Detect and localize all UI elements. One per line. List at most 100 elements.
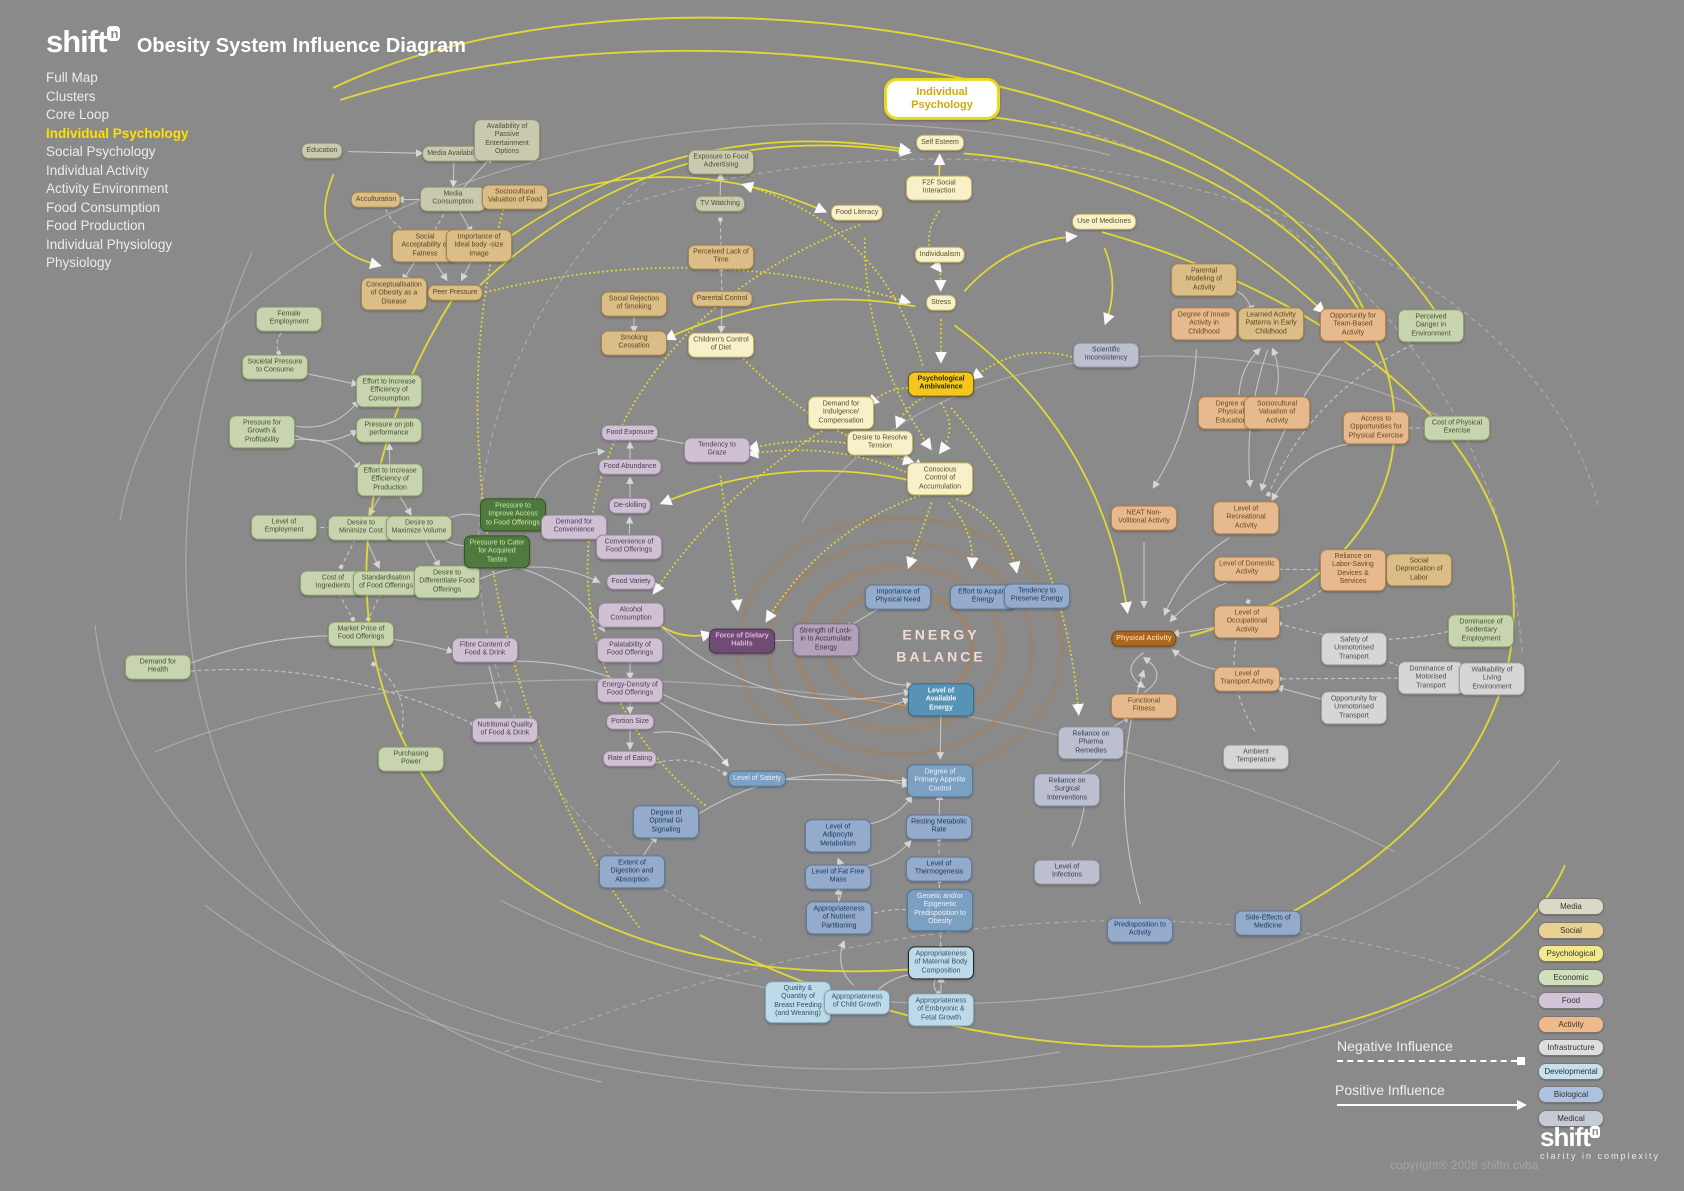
legend-chip-media: Media xyxy=(1538,898,1604,915)
legend-chip-social: Social xyxy=(1538,921,1604,939)
node-demand-indulgence: Demand for Indulgence/ Compensation xyxy=(808,396,874,430)
node-level-available-energy: Level of Available Energy xyxy=(908,683,974,717)
node-reliance-pharma: Reliance on Pharma Remedies xyxy=(1058,726,1124,760)
node-scientific-inconsistency: Scientific Inconsistency xyxy=(1073,342,1139,368)
node-strength-lockin: Strength of Lock-in to Accumulate Energy xyxy=(793,623,859,657)
node-passive-entertainment: Availability of Passive Entertainment Op… xyxy=(474,119,540,161)
node-social-depreciation-labor: Social Depreciation of Labor xyxy=(1386,553,1452,587)
energy-balance-label: ENERGY BALANCE xyxy=(896,626,986,665)
negative-influence-label: Negative Influence xyxy=(1337,1038,1453,1054)
node-opportunity-team: Opportunity for Team-Based Activity xyxy=(1320,308,1386,342)
node-food-literacy: Food Literacy xyxy=(830,204,884,222)
node-societal-pressure-consume: Societal Pressure to Consume xyxy=(242,354,308,380)
node-food-exposure: Food Exposure xyxy=(601,424,659,442)
legend-chip-economic: Economic xyxy=(1538,968,1604,986)
logo-n-badge: n xyxy=(107,26,121,41)
node-physical-activity: Physical Activity xyxy=(1111,630,1177,648)
menu-item-food-consumption[interactable]: Food Consumption xyxy=(46,199,161,215)
node-psych-ambivalence: Psychological Ambivalence xyxy=(908,371,974,397)
node-pressure-cater-tastes: Pressure to Cater for Acquired Tastes xyxy=(464,535,530,569)
node-maternal-body: Appropriateness of Maternal Body Composi… xyxy=(908,946,974,980)
node-demand-health: Demand for Health xyxy=(125,654,191,680)
node-fibre-content: Fibre Content of Food & Drink xyxy=(452,637,518,663)
node-reliance-surgical: Reliance on Surgical Interventions xyxy=(1034,773,1100,807)
legend-chip-psychological: Psychological xyxy=(1538,945,1604,962)
node-conscious-control: Conscious Control of Accumulation xyxy=(907,462,973,496)
node-peer-pressure: Peer Pressure xyxy=(427,284,483,302)
node-exposure-food-advertising: Exposure to Food Advertising xyxy=(688,149,754,175)
node-nutrient-partitioning: Appropriateness of Nutrient Partitioning xyxy=(806,901,872,935)
menu-item-food-production[interactable]: Food Production xyxy=(46,218,146,233)
legend-chip-medical: Medical xyxy=(1538,1109,1604,1127)
node-resting-metabolic: Resting Metabolic Rate xyxy=(906,814,972,840)
node-use-of-medicines: Use of Medicines xyxy=(1072,213,1136,231)
node-level-occupational: Level of Occupational Activity xyxy=(1214,605,1280,639)
node-alcohol: Alcohol Consumption xyxy=(598,602,664,628)
node-food-variety: Food Variety xyxy=(606,573,656,591)
node-smoking-cessation: Smoking Cessation xyxy=(601,330,667,356)
legend-chip-food: Food xyxy=(1538,992,1604,1009)
node-level-recreational: Level of Recreational Activity xyxy=(1213,501,1279,535)
node-importance-physical-need: Importance of Physical Need xyxy=(865,584,931,610)
node-level-adipocyte: Level of Adipocyte Metabolism xyxy=(805,819,871,853)
node-dominance-sedentary: Dominance of Sedentary Employment xyxy=(1448,614,1514,648)
node-self-esteem: Self Esteem xyxy=(916,134,964,152)
node-stress: Stress xyxy=(926,294,956,312)
node-media-consumption: Media Consumption xyxy=(420,186,486,212)
node-parental-control: Parental Control xyxy=(691,290,753,308)
node-nutritional-quality: Nutritional Quality of Food & Drink xyxy=(472,717,538,743)
node-desire-resolve-tension: Desire to Resolve Tension xyxy=(847,430,913,456)
node-palatability: Palatability of Food Offerings xyxy=(597,637,663,663)
page-title: Obesity System Influence Diagram xyxy=(136,35,466,57)
footer-logo-n-badge: n xyxy=(1589,1126,1600,1138)
node-portion-size: Portion Size xyxy=(606,713,654,731)
menu-item-social-psychology[interactable]: Social Psychology xyxy=(46,144,156,159)
node-purchasing-power: Purchasing Power xyxy=(378,746,444,772)
node-rate-eating: Rate of Eating xyxy=(602,750,658,768)
menu-item-individual-psychology[interactable]: Individual Psychology xyxy=(46,125,189,141)
menu-item-individual-activity[interactable]: Individual Activity xyxy=(46,162,149,178)
node-sociocultural-valuation-activity: Sociocultural Valuation of Activity xyxy=(1244,396,1310,430)
node-childrens-control-diet: Children's Control of Diet xyxy=(688,332,754,358)
node-education: Education xyxy=(301,142,343,160)
node-social-rejection-smoking: Social Rejection of Smoking xyxy=(601,291,667,317)
node-cost-physical-exercise: Cost of Physical Exercise xyxy=(1424,415,1490,441)
node-embryonic-growth: Appropriateness of Embryonic & Fetal Gro… xyxy=(908,993,974,1027)
positive-influence-label: Positive Influence xyxy=(1335,1082,1445,1098)
node-gi-signaling: Degree of Optimal GI Signaling xyxy=(633,805,699,839)
menu-item-activity-environment[interactable]: Activity Environment xyxy=(46,181,169,196)
node-individualism: Individualism xyxy=(914,246,966,264)
node-effort-eff-production: Effort to Increase Efficiency of Product… xyxy=(357,463,423,497)
node-level-employment: Level of Employment xyxy=(251,514,317,540)
node-parental-modeling: Parental Modeling of Activity xyxy=(1171,263,1237,297)
node-level-domestic: Level of Domestic Activity xyxy=(1214,556,1280,582)
node-conceptualisation-obesity: Conceptualisation of Obesity as a Diseas… xyxy=(361,277,427,311)
node-level-satiety: Level of Satiety xyxy=(728,770,786,788)
menu-item-core-loop[interactable]: Core Loop xyxy=(46,107,110,122)
node-energy-density: Energy-Density of Food Offerings xyxy=(597,677,663,703)
legend-chip-biological: Biological xyxy=(1538,1086,1604,1103)
node-convenience-food: Convenience of Food Offerings xyxy=(596,534,662,560)
node-learned-activity: Learned Activity Patterns in Early Child… xyxy=(1238,307,1304,341)
node-reliance-labor-saving: Reliance on Labor-Saving Devices & Servi… xyxy=(1320,549,1386,591)
node-degree-innate-activity: Degree of Innate Activity in Childhood xyxy=(1171,307,1237,341)
node-dominance-motorised: Dominance of Motorised Transport xyxy=(1398,661,1464,695)
menu-item-full-map[interactable]: Full Map xyxy=(46,70,98,85)
node-walkability: Walkability of Living Environment xyxy=(1459,662,1525,696)
node-tendency-preserve: Tendency to Preserve Energy xyxy=(1004,583,1070,609)
node-access-opportunities: Access to Opportunities for Physical Exe… xyxy=(1343,411,1409,445)
node-pressure-growth: Pressure for Growth & Profitability xyxy=(229,415,295,449)
menu-item-clusters[interactable]: Clusters xyxy=(46,88,96,104)
node-tendency-graze: Tendency to Graze xyxy=(684,437,750,463)
node-perceived-lack-time: Perceived Lack of Time xyxy=(688,244,754,270)
node-acculturation: Acculturation xyxy=(350,191,402,209)
node-force-dietary: Force of Dietary Habits xyxy=(709,628,775,654)
menu-item-individual-physiology[interactable]: Individual Physiology xyxy=(46,236,173,252)
node-extent-digestion: Extent of Digestion and Absorption xyxy=(599,855,665,889)
node-breast-feeding: Quality & Quantity of Breast Feeding (an… xyxy=(765,981,831,1023)
menu-item-physiology[interactable]: Physiology xyxy=(46,255,112,270)
node-sociocultural-valuation-food: Sociocultural Valuation of Food xyxy=(482,184,548,210)
